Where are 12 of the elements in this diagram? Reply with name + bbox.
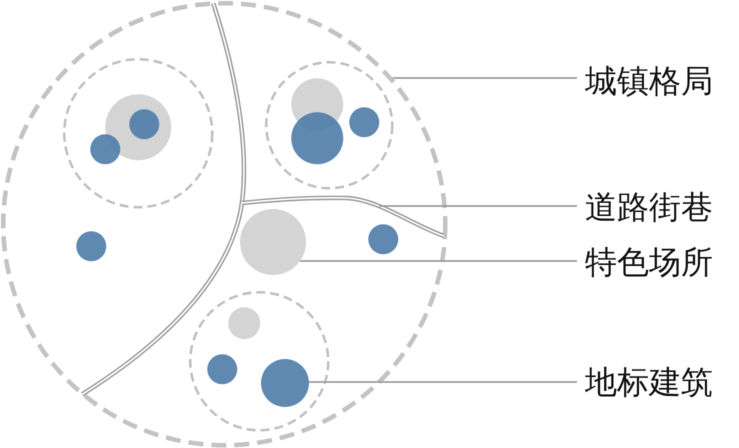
callout-label: 特色场所 bbox=[585, 244, 713, 280]
road bbox=[239, 193, 447, 240]
landmark-circle bbox=[261, 359, 309, 407]
leader-line bbox=[392, 77, 577, 79]
callout-label: 道路街巷 bbox=[585, 189, 713, 225]
leader-line bbox=[379, 205, 577, 207]
place-circle bbox=[240, 209, 306, 275]
leader-line bbox=[309, 381, 577, 383]
leader-line bbox=[300, 260, 577, 262]
callout-label: 城镇格局 bbox=[585, 63, 713, 99]
callout-label: 地标建筑 bbox=[585, 364, 713, 400]
boundary-circle bbox=[0, 0, 448, 448]
